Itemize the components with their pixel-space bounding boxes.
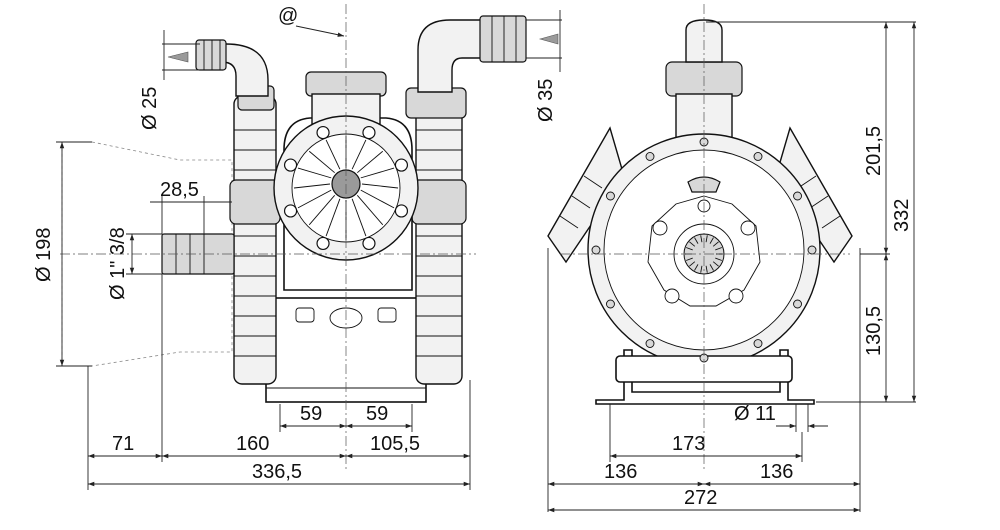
spline-tick (700, 265, 703, 273)
wheel-spoke (361, 183, 399, 189)
wheel-spoke (297, 189, 332, 209)
mounting-bracket (595, 349, 815, 405)
wheel-bolt (394, 204, 409, 218)
dim-201-5: 201,5 (863, 126, 885, 176)
wheel-spoke (297, 167, 332, 179)
spline-tick (705, 235, 708, 243)
dim-332: 332 (891, 199, 913, 232)
dim-d1-38: Ø 1" 3/8 (107, 227, 129, 300)
right-wing (775, 126, 853, 264)
outlet-hose-left (195, 39, 269, 97)
spline-tick (705, 265, 708, 273)
dim-272: 272 (684, 487, 717, 509)
inlet-hose-right (417, 15, 527, 93)
wheel-spoke (325, 198, 341, 237)
dim-173: 173 (672, 433, 705, 455)
wheel-bolt (394, 158, 409, 172)
left-cylinder (229, 85, 281, 385)
wheel-spoke (360, 189, 395, 209)
spline-tick (709, 237, 714, 244)
dim-160: 160 (236, 433, 269, 455)
housing-bolt (591, 245, 601, 255)
wheel-bolt (316, 125, 330, 140)
spline-tick (715, 247, 723, 251)
dim-105-5: 105,5 (370, 433, 420, 455)
left-wing (547, 126, 625, 264)
dim-d35: Ø 35 (535, 79, 557, 122)
housing-bolt (606, 299, 615, 309)
dim-59-left: 59 (300, 403, 322, 425)
dimension-lines: @ Ø 25 Ø 35 Ø 198 28,5 Ø 1" 3/8 (33, 5, 917, 513)
spline-tick (709, 264, 714, 271)
dim-136-right: 136 (760, 461, 793, 483)
dim-136-left: 136 (604, 461, 637, 483)
spline-tick (700, 235, 703, 243)
housing-bolt (606, 191, 615, 201)
dim-71: 71 (112, 433, 134, 455)
spline-tick (712, 261, 719, 267)
housing-bolt (645, 339, 655, 348)
dim-130-5: 130,5 (863, 306, 885, 356)
shaft (161, 233, 235, 275)
wheel-bolt (283, 158, 298, 172)
housing-bolt (753, 152, 763, 161)
wheel-spoke (357, 150, 384, 174)
spline-tick (694, 264, 699, 271)
wheel-spoke (293, 183, 331, 189)
wheel-spoke (308, 195, 336, 226)
spline-tick (685, 257, 693, 261)
spline-tick (694, 237, 699, 244)
wheel-spoke (351, 139, 367, 170)
housing-bolt (807, 245, 817, 255)
front-view (547, 4, 853, 470)
dim-d198: Ø 198 (33, 228, 55, 282)
wheel-spoke (360, 167, 395, 179)
housing-bolt (753, 339, 763, 348)
dim-d11: Ø 11 (734, 403, 776, 425)
wheel-spoke (356, 195, 384, 226)
wheel-spoke (308, 150, 335, 174)
wheel-bolt (316, 236, 330, 251)
wheel-spoke (351, 198, 367, 237)
dim-336-5: 336,5 (252, 461, 302, 483)
dim-28-5: 28,5 (160, 179, 199, 201)
wheel-bolt (362, 236, 376, 251)
dim-d25: Ø 25 (139, 87, 161, 130)
wheel-bolt (283, 204, 298, 218)
side-view (60, 4, 527, 470)
spline-tick (715, 257, 723, 261)
dim-59-right: 59 (366, 403, 388, 425)
wheel-bolt (362, 125, 376, 140)
housing-bolt (793, 299, 802, 309)
spline-tick (689, 241, 696, 247)
spline-tick (689, 261, 696, 267)
dim-inlet-symbol: @ (278, 5, 298, 27)
spline-tick (712, 241, 719, 247)
spline-tick (685, 247, 693, 251)
right-cylinder (405, 87, 467, 385)
wheel-spoke (325, 139, 341, 170)
housing-bolt (793, 191, 802, 201)
housing-bolt (645, 152, 655, 161)
